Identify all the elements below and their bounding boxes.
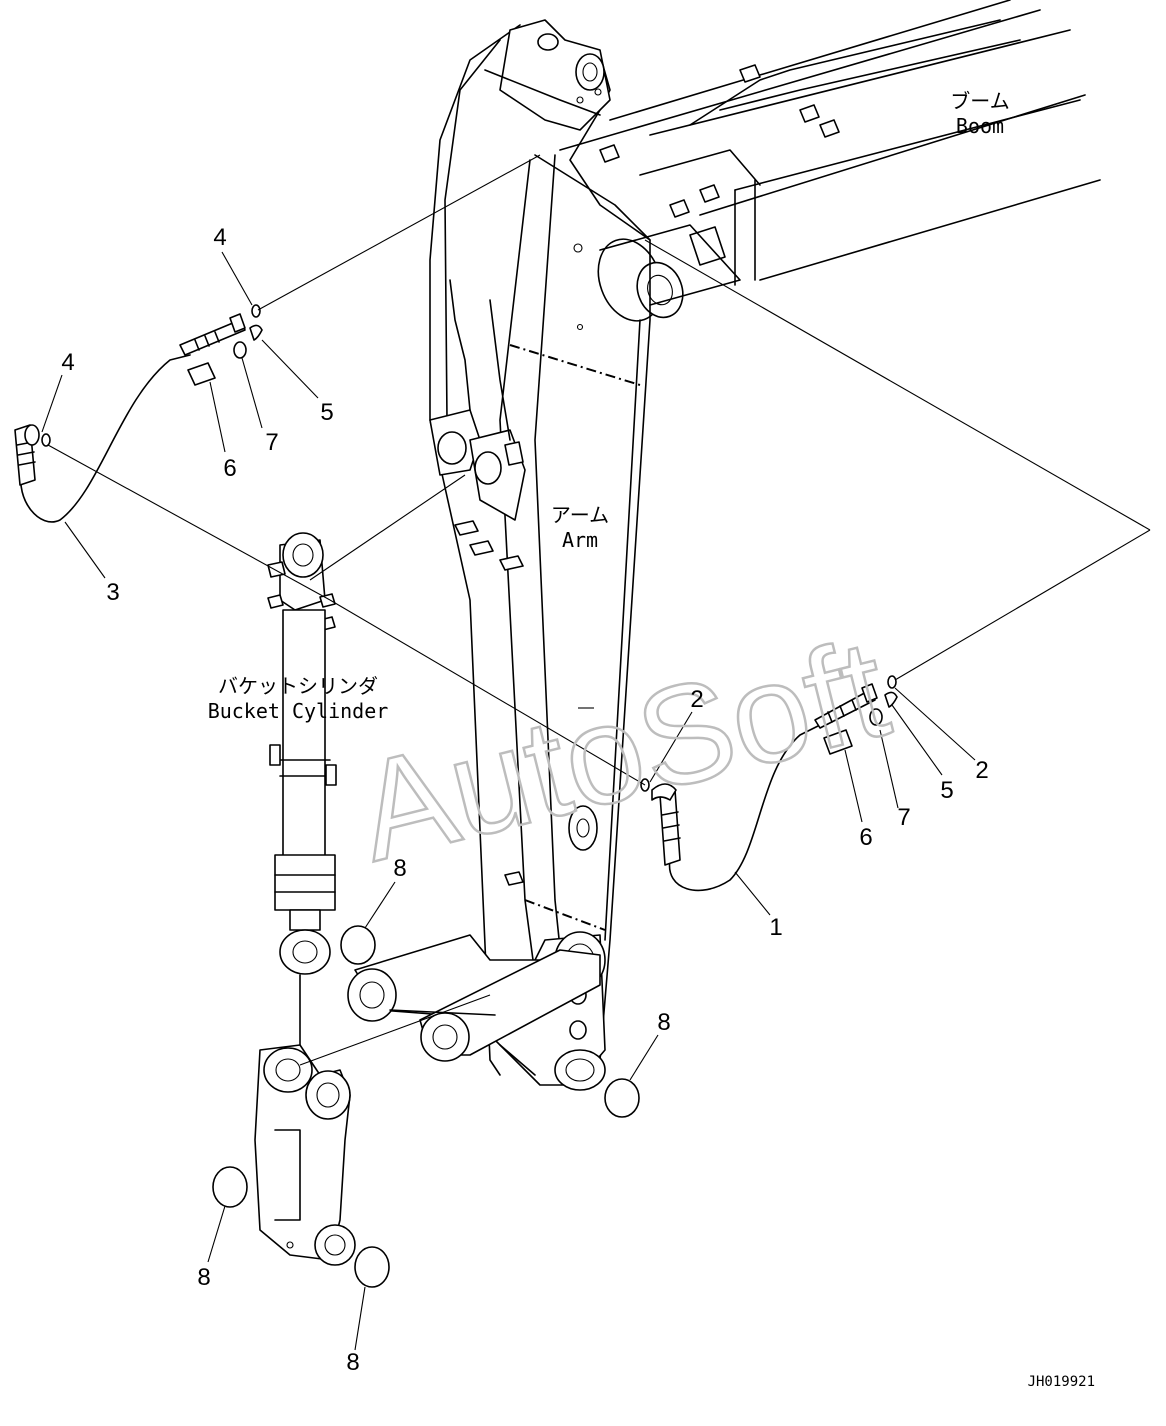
o-ring-left xyxy=(212,1166,248,1208)
arm-label-en: Arm xyxy=(562,528,598,552)
callout-2: 2 xyxy=(690,686,703,713)
o-rings xyxy=(212,925,640,1288)
callout-5: 5 xyxy=(320,399,333,426)
arm-assembly xyxy=(429,19,651,1091)
bucket-cylinder-label-jp: バケットシリンダ xyxy=(218,674,378,698)
callout-4: 4 xyxy=(61,349,74,376)
o-ring-bottom xyxy=(354,1246,390,1288)
callout-8: 8 xyxy=(393,855,406,882)
callout-8: 8 xyxy=(346,1349,359,1376)
callout-6: 6 xyxy=(223,455,236,482)
callout-5: 5 xyxy=(940,777,953,804)
reference-lines xyxy=(41,154,1151,1351)
component-labels: ブーム Boom アーム Arm バケットシリンダ Bucket Cylinde… xyxy=(208,89,1010,723)
callout-numbers: 1 2 2 3 4 4 5 5 6 6 7 7 8 8 8 8 xyxy=(61,224,988,1376)
arm-label-jp: アーム xyxy=(551,503,609,527)
callout-3: 3 xyxy=(106,579,119,606)
boom-assembly xyxy=(559,0,1101,322)
bucket-cylinder-label-en: Bucket Cylinder xyxy=(208,699,389,723)
callout-4: 4 xyxy=(213,224,226,251)
bucket-link-assembly xyxy=(254,1044,356,1266)
drawing-code: JH019921 xyxy=(1028,1374,1095,1390)
boom-label-jp: ブーム xyxy=(950,89,1009,113)
link-assembly xyxy=(347,934,601,1062)
callout-2: 2 xyxy=(975,757,988,784)
callout-6: 6 xyxy=(859,824,872,851)
o-ring-right xyxy=(604,1078,640,1118)
boom-label-en: Boom xyxy=(956,114,1004,138)
callout-8: 8 xyxy=(197,1264,210,1291)
callout-1: 1 xyxy=(769,914,782,941)
callout-8: 8 xyxy=(657,1009,670,1036)
bucket-cylinder-assembly xyxy=(267,532,337,1051)
callout-7: 7 xyxy=(265,429,278,456)
callout-7: 7 xyxy=(897,804,910,831)
hose-3-assembly xyxy=(14,304,263,523)
o-ring-upper xyxy=(340,925,376,965)
hose-1-assembly xyxy=(640,675,898,892)
